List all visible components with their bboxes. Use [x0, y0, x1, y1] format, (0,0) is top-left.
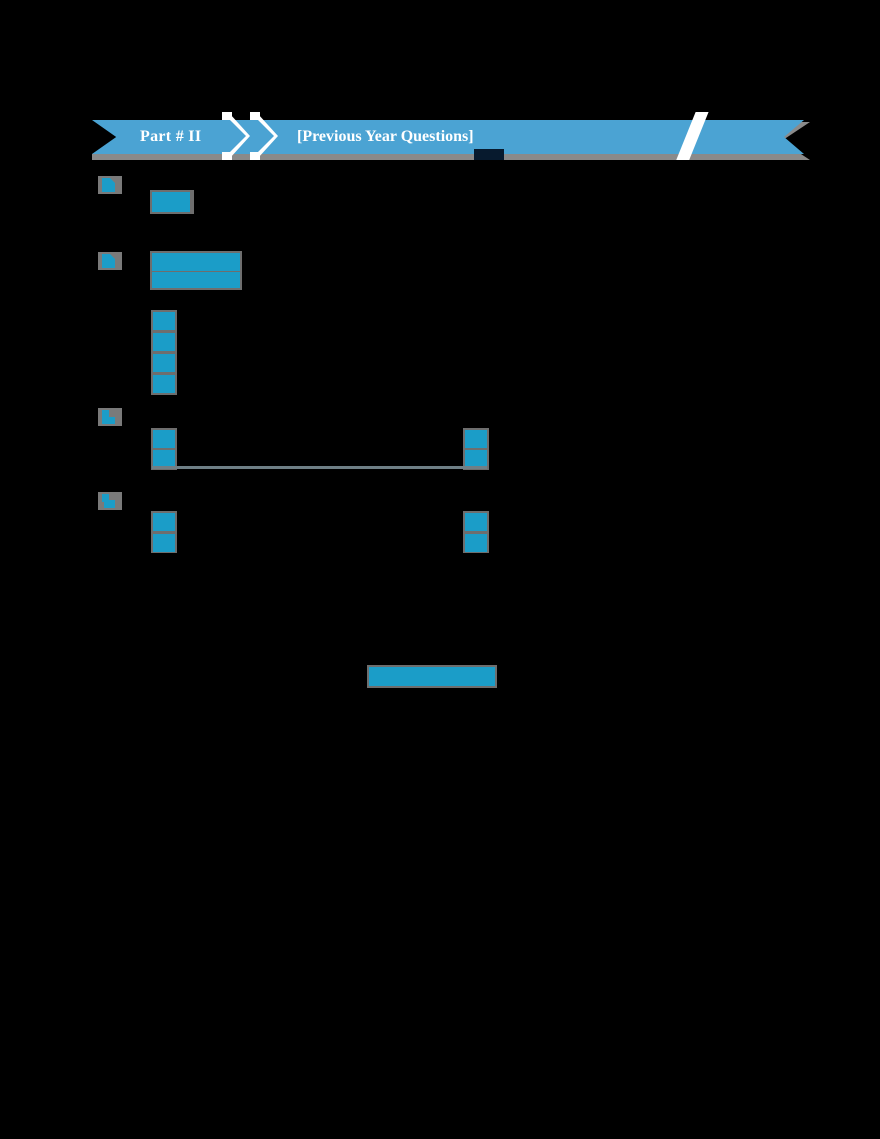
redacted-option: [153, 375, 175, 393]
document-page-icon-1: [98, 176, 122, 194]
section-banner: Part # II [Previous Year Questions]: [92, 112, 810, 164]
document-page-icon-2: [98, 252, 122, 270]
redacted-option-left: [153, 513, 175, 531]
diagonal-slash-icon: [670, 112, 714, 160]
redacted-option-right: [465, 430, 487, 448]
page-glyph: [102, 410, 115, 424]
banner-part-label: Part # II: [140, 128, 202, 145]
redacted-option: [153, 354, 175, 372]
redacted-option-right: [465, 534, 487, 552]
redacted-option-left: [153, 450, 175, 468]
banner-bottom-lip: [92, 154, 798, 160]
double-chevron-right-icon: [220, 112, 294, 160]
page-glyph: [102, 494, 115, 508]
redacted-heading: [152, 192, 190, 212]
redacted-option-right: [465, 450, 487, 468]
chevron-right-icon-1: [220, 112, 250, 160]
redacted-line: [152, 253, 240, 271]
document-page-icon-4: [98, 492, 122, 510]
redacted-footer-label: [369, 667, 495, 686]
banner-dark-marker: [474, 149, 504, 160]
redacted-option-right: [465, 513, 487, 531]
redacted-option-left: [153, 430, 175, 448]
redacted-option: [153, 312, 175, 330]
banner-title: [Previous Year Questions]: [297, 128, 474, 145]
page-glyph: [102, 254, 115, 268]
document-page-icon-3: [98, 408, 122, 426]
horizontal-rule: [152, 466, 487, 469]
redacted-option: [153, 333, 175, 351]
redacted-line: [152, 272, 240, 288]
page-glyph: [102, 178, 115, 192]
redacted-option-left: [153, 534, 175, 552]
chevron-right-icon-2: [248, 112, 278, 160]
